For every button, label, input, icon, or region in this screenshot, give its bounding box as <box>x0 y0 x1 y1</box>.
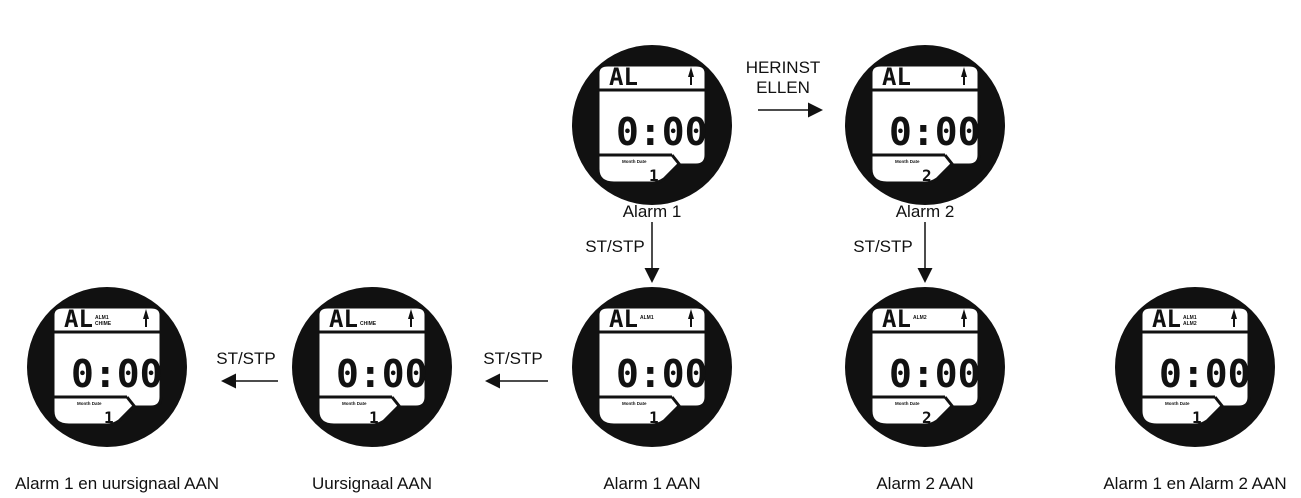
month-date-label: Month Date <box>622 159 647 164</box>
watch-alarm-2-on: AL ALM2 0:00 Month Date 2 Alarm 2 AAN <box>845 287 1005 493</box>
watch-number: 2 <box>922 408 932 427</box>
time-display: 0:00 <box>1159 352 1251 396</box>
indicator-bottom: CHIME <box>95 321 112 327</box>
month-date-label: Month Date <box>77 401 102 406</box>
month-date-label: Month Date <box>342 401 367 406</box>
month-date-label: Month Date <box>622 401 647 406</box>
watch-number: 1 <box>649 166 659 185</box>
arrow-label: ST/STP <box>483 349 543 368</box>
mode-label: AL <box>882 305 911 333</box>
indicator-bottom: ALM2 <box>1183 321 1197 327</box>
watch-caption: Alarm 1 <box>623 202 682 221</box>
month-date-label: Month Date <box>1165 401 1190 406</box>
time-display: 0:00 <box>889 352 981 396</box>
watch-caption: Alarm 2 <box>896 202 955 221</box>
watch-alarm-1: AL 0:00 Month Date 1 Alarm 1 <box>572 45 732 221</box>
indicator-top: ALM1 <box>1183 315 1197 321</box>
arrow-label-line-2: ELLEN <box>756 78 810 97</box>
mode-label: AL <box>1152 305 1181 333</box>
mode-label: AL <box>64 305 93 333</box>
watch-caption: Alarm 1 en Alarm 2 AAN <box>1103 474 1286 493</box>
watch-chime-on: AL CHIME 0:00 Month Date 1 Uursignaal AA… <box>292 287 452 493</box>
indicator-top: ALM1 <box>640 315 654 321</box>
watch-alarm-2: AL 0:00 Month Date 2 Alarm 2 <box>845 45 1005 221</box>
watch-caption: Alarm 1 AAN <box>603 474 700 493</box>
watch-caption: Alarm 1 en uursignaal AAN <box>15 474 219 493</box>
watch-alarm-1-on: AL ALM1 0:00 Month Date 1 Alarm 1 AAN <box>572 287 732 493</box>
time-display: 0:00 <box>616 110 708 154</box>
arrow-label: ST/STP <box>853 237 913 256</box>
time-display: 0:00 <box>71 352 163 396</box>
arrow-ststp-to-alarm-1-and-chime: ST/STP <box>216 349 278 389</box>
arrow-ststp-to-chime: ST/STP <box>483 349 548 389</box>
watch-number: 1 <box>649 408 659 427</box>
watch-alarm-1-and-chime-on: AL ALM1 CHIME 0:00 Month Date 1 Alarm 1 … <box>15 287 219 493</box>
mode-label: AL <box>882 63 911 91</box>
arrow-label: ST/STP <box>585 237 645 256</box>
watch-number: 1 <box>369 408 379 427</box>
mode-label: AL <box>609 305 638 333</box>
arrow-label: ST/STP <box>216 349 276 368</box>
indicator-top: ALM1 <box>95 315 109 321</box>
indicator-bottom: CHIME <box>360 321 377 327</box>
time-display: 0:00 <box>616 352 708 396</box>
arrow-ststp-alarm-1-down: ST/STP <box>585 222 660 283</box>
watch-alarm-1-and-alarm-2-on: AL ALM1 ALM2 0:00 Month Date 1 Alarm 1 e… <box>1103 287 1287 493</box>
arrow-ststp-alarm-2-down: ST/STP <box>853 222 933 283</box>
time-display: 0:00 <box>889 110 981 154</box>
month-date-label: Month Date <box>895 401 920 406</box>
month-date-label: Month Date <box>895 159 920 164</box>
arrow-herinstellen: HERINST ELLEN <box>746 58 823 118</box>
indicator-top: ALM2 <box>913 315 927 321</box>
watch-caption: Uursignaal AAN <box>312 474 432 493</box>
mode-label: AL <box>609 63 638 91</box>
watch-number: 2 <box>922 166 932 185</box>
watch-number: 1 <box>104 408 114 427</box>
mode-label: AL <box>329 305 358 333</box>
time-display: 0:00 <box>336 352 428 396</box>
watch-number: 1 <box>1192 408 1202 427</box>
arrow-label-line-1: HERINST <box>746 58 821 77</box>
watch-caption: Alarm 2 AAN <box>876 474 973 493</box>
